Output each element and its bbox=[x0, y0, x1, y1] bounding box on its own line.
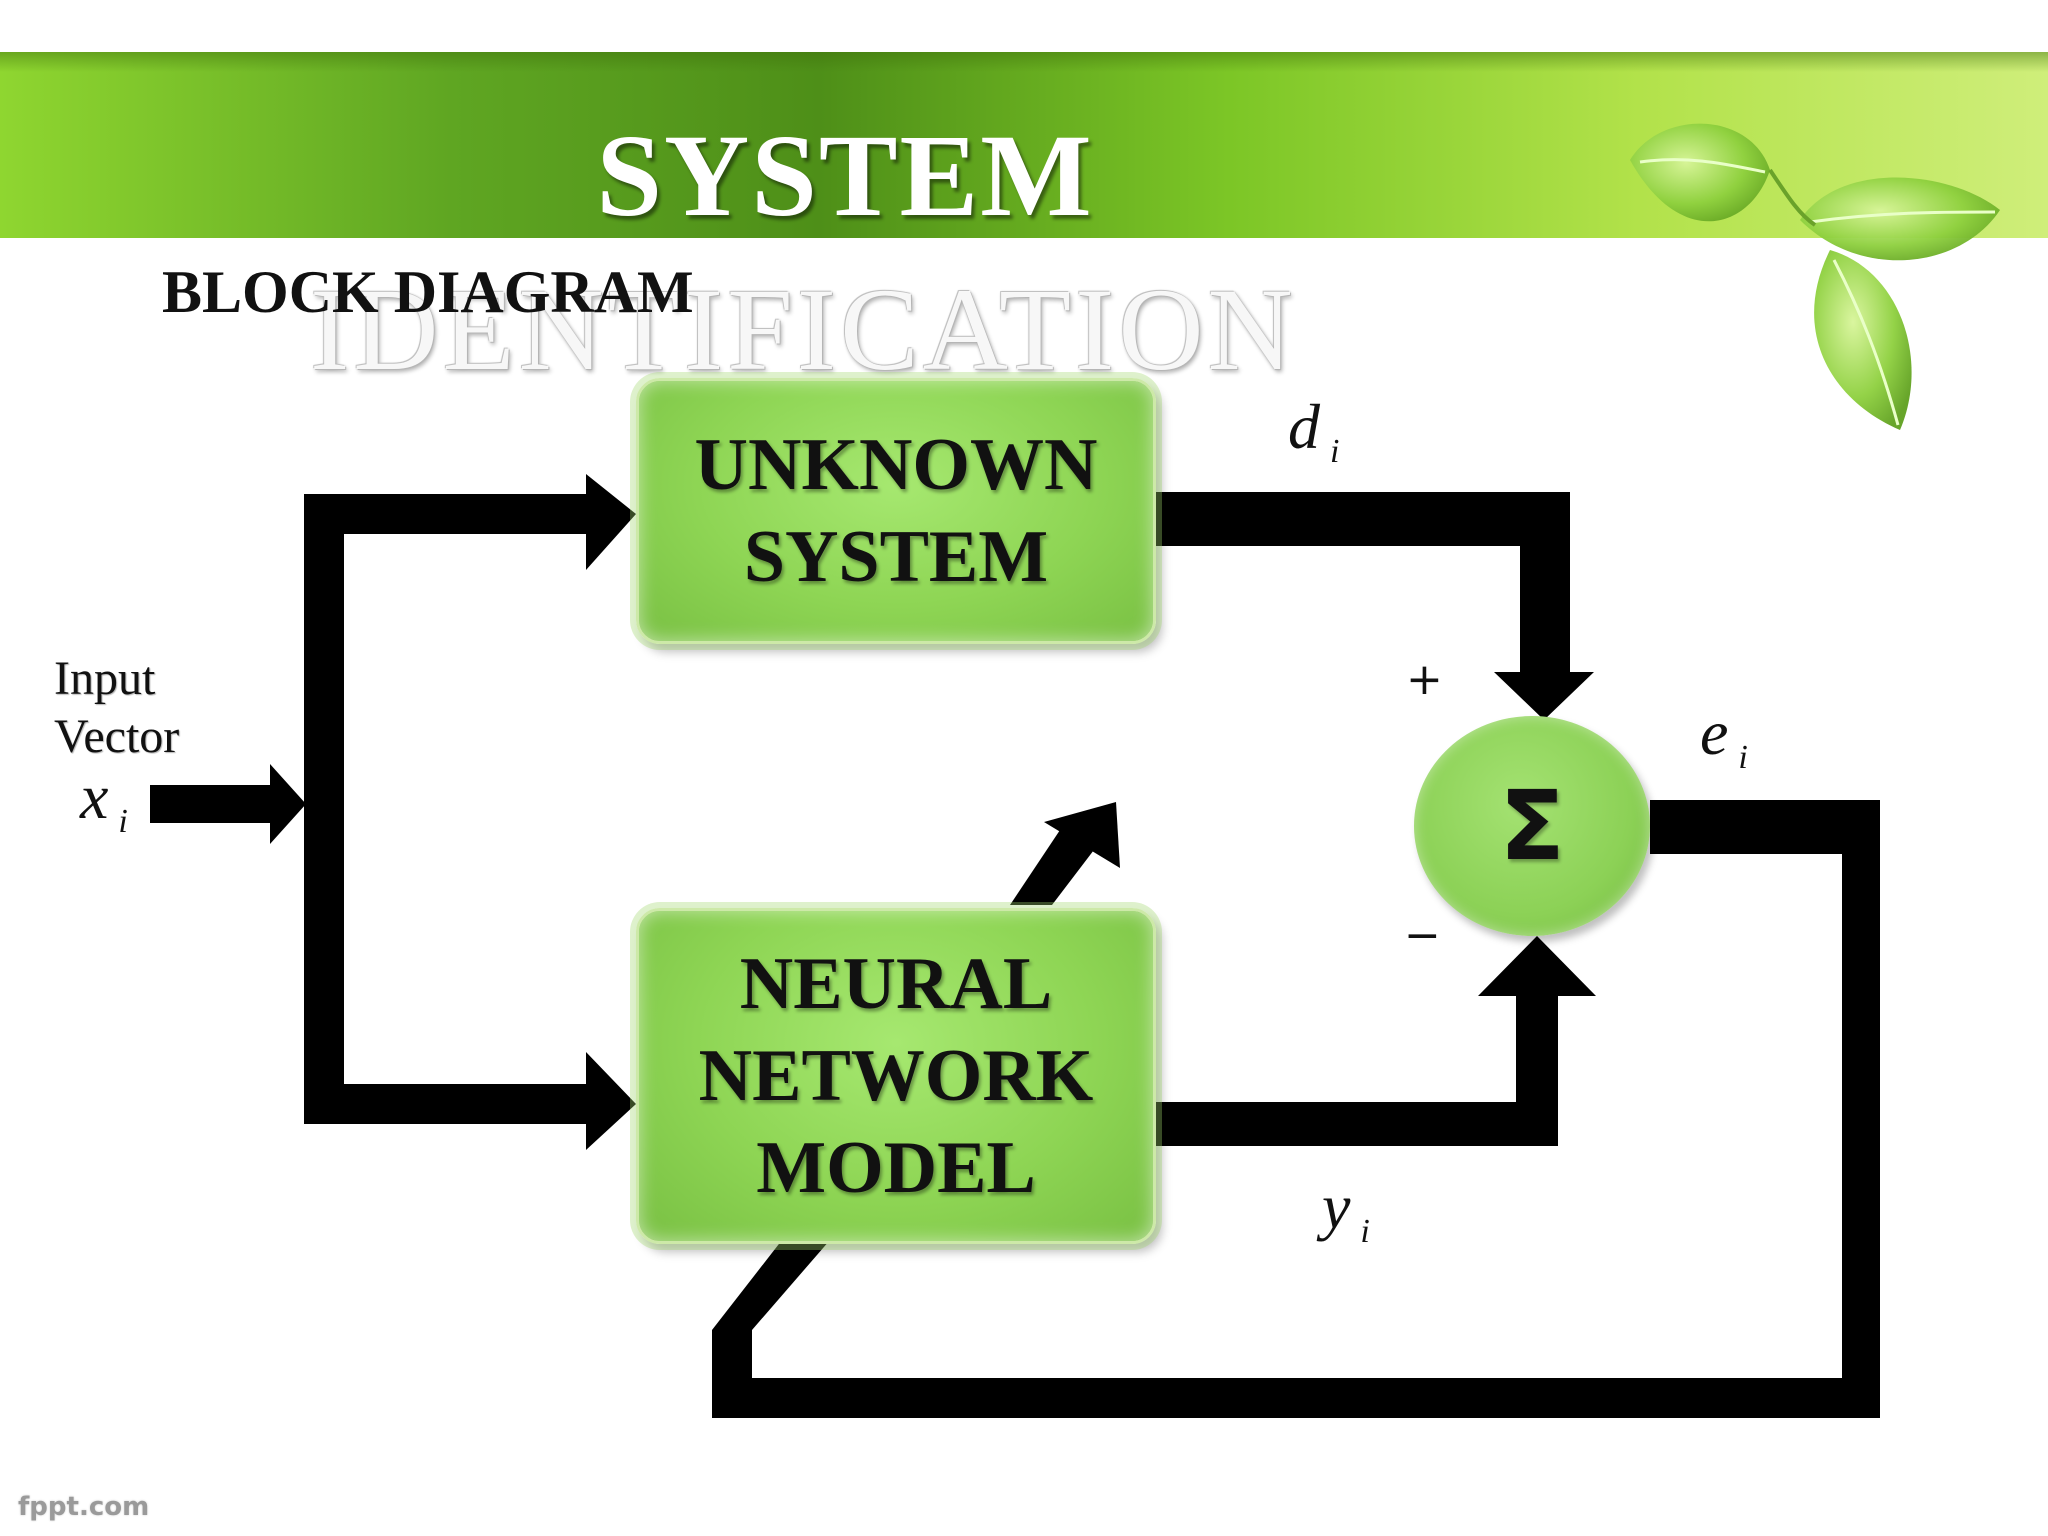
output-path-vertical bbox=[1516, 980, 1558, 1146]
unknown-system-label: UNKNOWN SYSTEM bbox=[694, 424, 1098, 598]
watermark: fppt.com bbox=[18, 1492, 150, 1522]
unknown-system-block: UNKNOWN SYSTEM bbox=[636, 378, 1156, 644]
summing-junction: Σ bbox=[1414, 716, 1650, 936]
error-var-symbol: e bbox=[1700, 697, 1729, 768]
bottom-branch-shaft bbox=[304, 1084, 594, 1124]
input-var-symbol: x bbox=[80, 761, 109, 832]
bottom-branch-head bbox=[586, 1052, 636, 1150]
slide-subtitle: BLOCK DIAGRAM bbox=[162, 259, 694, 325]
desired-var-symbol: d bbox=[1288, 391, 1320, 462]
error-path-diagonal bbox=[712, 1240, 830, 1330]
output-path-horizontal bbox=[1152, 1102, 1558, 1146]
plus-sign: + bbox=[1406, 654, 1443, 705]
input-vector-label: Input Vector bbox=[54, 652, 180, 763]
slide-title: SYSTEM bbox=[596, 110, 1094, 241]
error-path-bottom bbox=[712, 1378, 1880, 1418]
adaptation-arrow-head bbox=[1044, 802, 1120, 868]
input-arrow-head bbox=[270, 764, 306, 844]
header-banner-shade bbox=[0, 52, 2048, 72]
desired-path-vertical bbox=[1520, 492, 1570, 674]
top-branch-shaft bbox=[304, 494, 594, 534]
leaves-decoration bbox=[1630, 123, 2000, 430]
input-arrow-shaft bbox=[150, 785, 276, 823]
branch-trunk bbox=[304, 494, 344, 1124]
error-path-down bbox=[1842, 800, 1880, 1418]
desired-var-subscript: i bbox=[1330, 433, 1340, 470]
minus-sign: − bbox=[1404, 910, 1441, 961]
output-var-subscript: i bbox=[1360, 1213, 1370, 1250]
output-arrow-head bbox=[1478, 936, 1596, 996]
input-var-subscript: i bbox=[118, 803, 128, 840]
desired-arrow-head bbox=[1494, 672, 1594, 720]
error-path-up bbox=[712, 1330, 752, 1418]
leaf-left-icon bbox=[1630, 123, 1770, 222]
neural-network-model-block: NEURAL NETWORK MODEL bbox=[636, 908, 1156, 1244]
leaf-right-icon bbox=[1800, 177, 2000, 261]
error-path-out bbox=[1650, 800, 1880, 854]
sigma-icon: Σ bbox=[1499, 770, 1565, 882]
error-var-subscript: i bbox=[1738, 739, 1748, 776]
output-var-symbol: y bbox=[1322, 1171, 1351, 1242]
top-branch-head bbox=[586, 474, 636, 570]
slide-title-line2: IDENTIFICATION bbox=[310, 264, 1297, 395]
desired-path-horizontal bbox=[1152, 492, 1570, 546]
neural-network-model-label: NEURAL NETWORK MODEL bbox=[698, 943, 1094, 1209]
